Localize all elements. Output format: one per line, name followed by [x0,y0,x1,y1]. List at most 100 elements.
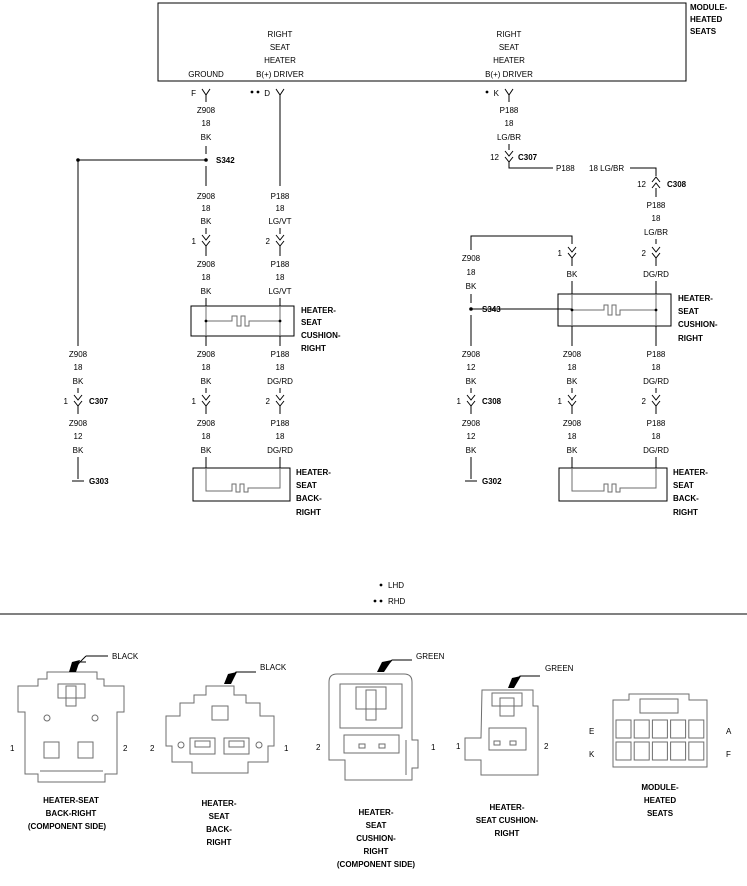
module-title-1: MODULE- [690,3,728,12]
c3-caption-4: RIGHT [364,847,389,856]
wire-gauge: 18 [276,273,285,282]
module-connector-cavity [651,719,668,739]
connector-c307-pin2 [275,234,285,247]
wire-gauge: 18 [202,204,211,213]
c4-caption-3: RIGHT [495,829,520,838]
connector-pin1 [201,394,211,407]
wire-color: BK [201,133,212,142]
wire-color: BK [567,446,578,455]
c4-right-pin: 2 [544,742,549,751]
c5-pin-a: A [726,727,732,736]
pin-k-label: K [494,89,500,98]
c4-caption-1: HEATER- [490,803,525,812]
c4-caption-2: SEAT CUSHION- [476,816,539,825]
pin-label-driver2-2: SEAT [499,43,519,52]
pin-f-label: F [191,89,196,98]
wire-color: LG/VT [268,217,291,226]
wire-gauge: 18 [276,204,285,213]
c2-color-label: BLACK [260,663,287,672]
legend-lhd-label: LHD [388,581,404,590]
connector-pin2 [651,246,661,259]
connector-c307-label: C307 [89,397,109,406]
wire-gauge: 12 [467,432,476,441]
wire-gauge: 18 [276,363,285,372]
wire-color: BK [201,377,212,386]
wire-label: P188 [647,419,666,428]
pin-label-driver2-4: B(+) DRIVER [485,70,533,79]
connector-pin: 1 [192,237,197,246]
c5-caption-1: MODULE- [641,783,679,792]
component-label-1: HEATER- [673,468,708,477]
connector-c308-ground-pin [466,394,476,407]
c5-caption-3: SEATS [647,809,674,818]
connector-pin: 1 [64,397,69,406]
heater-element-symbol [205,468,281,493]
c1-color-label: BLACK [112,652,139,661]
c5-pin-e: E [589,727,594,736]
c1-caption-1: HEATER-SEAT [43,796,99,805]
connector-c307-label: C307 [518,153,538,162]
lhd-dot [485,90,489,94]
connector-pin: 2 [642,397,647,406]
c2-caption-1: HEATER- [202,799,237,808]
wire-gauge: 18 [652,363,661,372]
wire-color: BK [73,377,84,386]
component-label-1: HEATER- [301,306,336,315]
element-node [278,319,282,323]
c2-right-pin: 1 [284,744,289,753]
pin-label-driver1-4: B(+) DRIVER [256,70,304,79]
connector-pin: 1 [457,397,462,406]
wire-color: DG/RD [643,377,669,386]
wire-gauge: 18 [202,119,211,128]
connector-c308-pin12 [651,176,661,189]
wire-color: BK [567,377,578,386]
wire-label: Z908 [462,350,481,359]
connector-view-cushion-right-component [328,659,419,781]
c5-pin-f: F [726,750,731,759]
c2-caption-4: RIGHT [207,838,232,847]
connector-pin: 1 [192,397,197,406]
pin-label-driver2-1: RIGHT [497,30,522,39]
pin-label-driver1-1: RIGHT [268,30,293,39]
connector-c307-pin12 [504,150,514,163]
component-label-4: RIGHT [296,508,321,517]
c1-left-pin: 1 [10,744,15,753]
wire-color: DG/RD [267,446,293,455]
c2-caption-3: BACK- [206,825,232,834]
connector-pin2 [275,394,285,407]
wire-label: P188 [271,192,290,201]
wire-color: LG/BR [644,228,668,237]
wire-label-inline: 18 LG/BR [589,164,624,173]
c4-left-pin: 1 [456,742,461,751]
connector-c308-label: C308 [482,397,502,406]
connector-pin2 [651,394,661,407]
pin-d-terminal [275,88,285,102]
component-label-3: BACK- [296,494,322,503]
pin-label-driver2-3: HEATER [493,56,525,65]
wire-label: Z908 [197,350,216,359]
pin-label-driver1-3: HEATER [264,56,296,65]
connector-c308-label: C308 [667,180,687,189]
legend-rhd-dot [373,599,377,603]
connector-pin: 1 [558,249,563,258]
c4-color-label: GREEN [545,664,574,673]
wire-gauge: 18 [568,363,577,372]
connector-view-module-heated-seats [612,693,708,768]
connector-pin: 12 [490,153,499,162]
component-label-3: CUSHION- [678,320,718,329]
wire-color: BK [73,446,84,455]
wire-label-inline: P188 [556,164,575,173]
wire-label: P188 [647,350,666,359]
c3-right-pin: 1 [431,743,436,752]
wire-label: Z908 [563,419,582,428]
wire-gauge: 18 [467,268,476,277]
module-connector-cavity [670,741,687,761]
connector-pin: 1 [558,397,563,406]
wire-color: BK [466,282,477,291]
module-title-2: HEATED [690,15,723,24]
component-label-4: RIGHT [301,344,326,353]
wire-color: LG/BR [497,133,521,142]
wire-label: Z908 [69,350,88,359]
wire-gauge: 18 [568,432,577,441]
